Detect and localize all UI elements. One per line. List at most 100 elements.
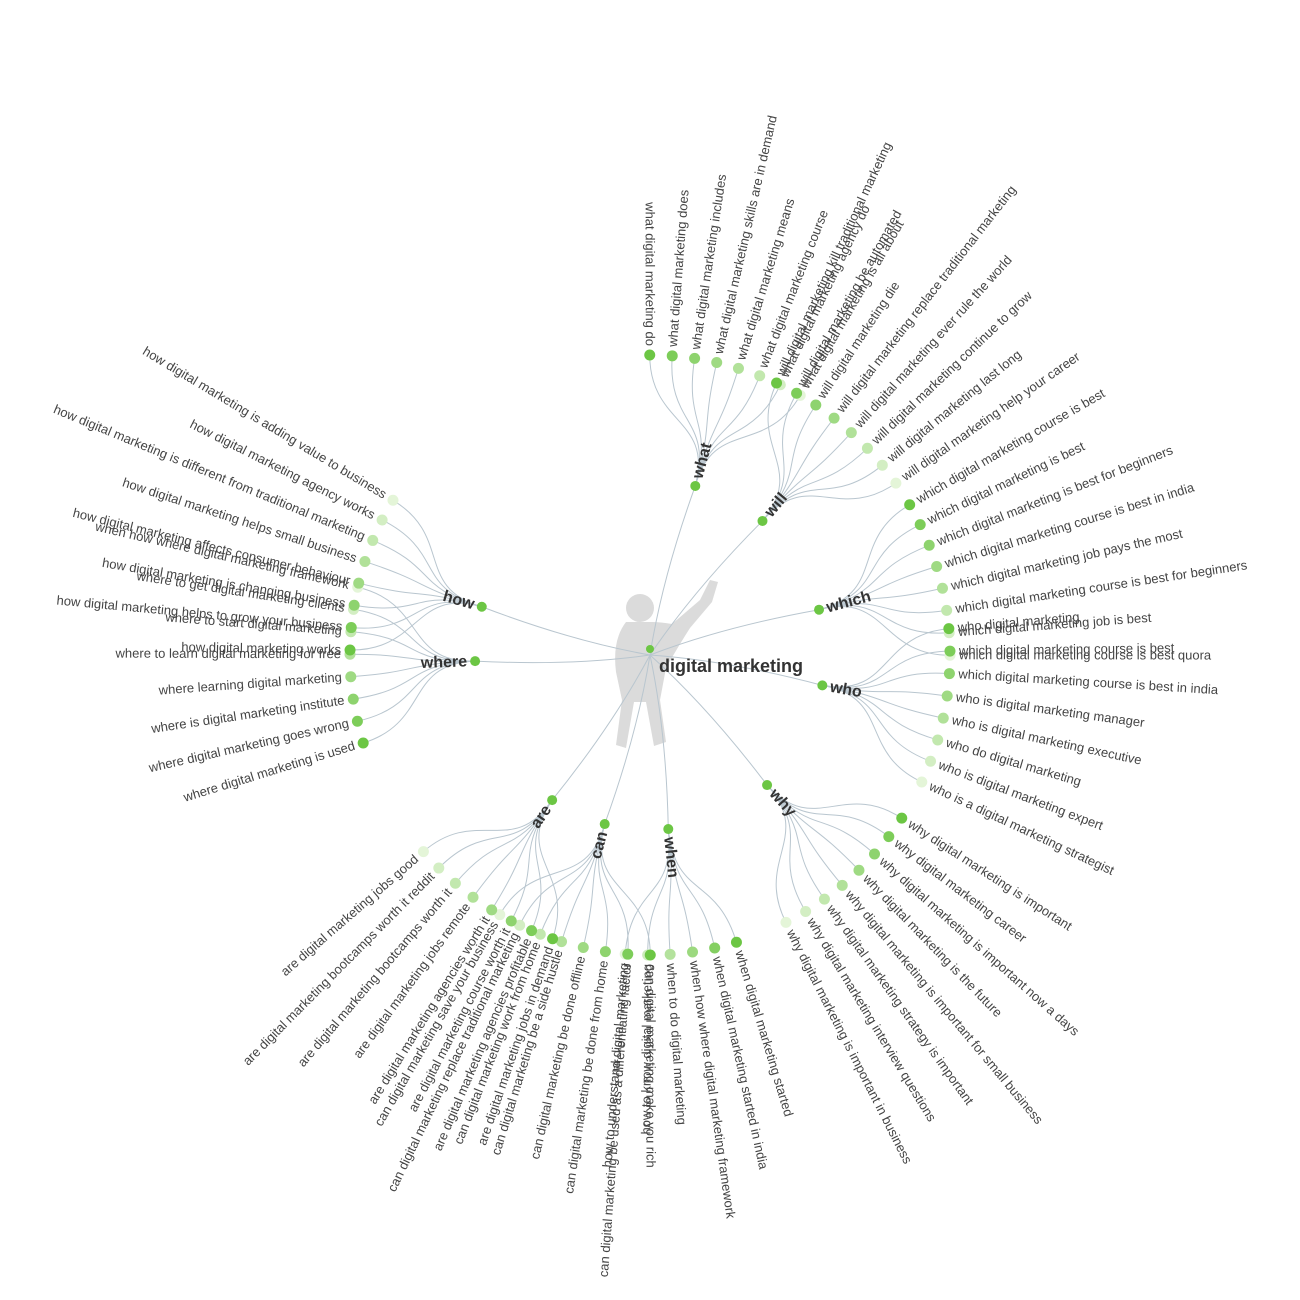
branch-node-what[interactable] [690, 480, 701, 491]
branch-node-where[interactable] [470, 656, 481, 667]
leaf-node[interactable] [486, 904, 498, 916]
branch-node-are[interactable] [547, 795, 558, 806]
leaf-node[interactable] [666, 350, 678, 362]
leaf-node[interactable] [345, 622, 357, 634]
leaf-node[interactable] [904, 499, 916, 511]
leaf-node[interactable] [876, 459, 888, 471]
leaf-label[interactable]: how digital marketing works [181, 639, 341, 657]
branch-label-who[interactable]: who [828, 679, 864, 702]
leaf-node[interactable] [664, 948, 676, 960]
leaf-node[interactable] [914, 519, 926, 531]
branch-label-how[interactable]: how [441, 588, 477, 613]
leaf-label[interactable]: which digital marketing course is best i… [957, 666, 1219, 697]
leaf-node[interactable] [941, 690, 953, 702]
leaf-label[interactable]: where learning digital marketing [157, 669, 342, 697]
leaf-node[interactable] [547, 933, 559, 945]
leaf-node[interactable] [345, 671, 357, 683]
leaf-node[interactable] [791, 387, 803, 399]
leaf-node[interactable] [449, 877, 461, 889]
leaf-node[interactable] [771, 377, 783, 389]
leaf-node[interactable] [810, 399, 822, 411]
leaf-node[interactable] [754, 370, 766, 382]
leaf-node[interactable] [861, 442, 873, 454]
leaf-node[interactable] [869, 848, 881, 860]
branch-node-when[interactable] [663, 824, 674, 835]
branch-label-where[interactable]: where [420, 653, 468, 672]
leaf-node[interactable] [732, 362, 744, 374]
leaf-node[interactable] [818, 893, 830, 905]
leaf-node[interactable] [577, 941, 589, 953]
leaf-node[interactable] [932, 734, 944, 746]
leaf-node[interactable] [357, 737, 369, 749]
branch-node-how[interactable] [476, 601, 487, 612]
branch-node-which[interactable] [814, 604, 825, 615]
leaf-node[interactable] [348, 599, 360, 611]
leaf-node[interactable] [644, 949, 656, 961]
leaf-node[interactable] [845, 427, 857, 439]
leaf-node[interactable] [890, 477, 902, 489]
leaf-node[interactable] [687, 946, 699, 958]
leaf-node[interactable] [711, 357, 723, 369]
leaf-node[interactable] [344, 644, 356, 656]
leaf-node[interactable] [709, 942, 721, 954]
leaf-label[interactable]: when to do digital marketing [664, 962, 690, 1126]
leaf-node[interactable] [376, 514, 388, 526]
leaf-node[interactable] [943, 623, 955, 635]
leaf-node[interactable] [347, 693, 359, 705]
leaf-node[interactable] [931, 561, 943, 573]
leaf-node[interactable] [925, 755, 937, 767]
leaf-node[interactable] [936, 582, 948, 594]
leaf-node[interactable] [943, 668, 955, 680]
leaf-node[interactable] [941, 604, 953, 616]
leaf-node[interactable] [433, 862, 445, 874]
leaf-node[interactable] [644, 349, 656, 361]
leaf-node[interactable] [622, 948, 634, 960]
leaf-label[interactable]: where to learn digital marketing for fre… [115, 646, 341, 662]
leaf-node[interactable] [883, 831, 895, 843]
leaf-node[interactable] [599, 946, 611, 958]
branch-label-when[interactable]: when [660, 835, 681, 878]
branch-node-can[interactable] [599, 819, 610, 830]
leaf-node[interactable] [351, 715, 363, 727]
leaf-node[interactable] [353, 577, 365, 589]
leaf-label[interactable]: what digital marketing do [643, 201, 658, 346]
leaf-node[interactable] [556, 936, 568, 948]
leaf-node[interactable] [505, 915, 517, 927]
branch-label-are[interactable]: are [528, 802, 556, 832]
leaf-label[interactable]: which digital marketing course is best q… [958, 647, 1212, 662]
leaf-node[interactable] [937, 712, 949, 724]
leaf-node[interactable] [417, 846, 429, 858]
leaf-node[interactable] [828, 412, 840, 424]
leaf-node[interactable] [780, 916, 792, 928]
branch-label-why[interactable]: why [765, 785, 799, 820]
branch-node-who[interactable] [817, 680, 828, 691]
leaf-node[interactable] [923, 539, 935, 551]
branch-node-why[interactable] [762, 780, 773, 791]
leaf-node[interactable] [514, 919, 526, 931]
leaf-label[interactable]: how digital marketing is adding value to… [140, 343, 390, 501]
leaf-node[interactable] [689, 352, 701, 364]
branch-label-can[interactable]: can [588, 830, 612, 861]
leaf-node[interactable] [836, 879, 848, 891]
leaf-node[interactable] [359, 556, 371, 568]
branch-node-will[interactable] [757, 515, 768, 526]
leaf-label[interactable]: which digital marketing course is best f… [953, 557, 1248, 616]
leaf-node[interactable] [534, 928, 546, 940]
leaf-label[interactable]: what digital marketing does [665, 189, 692, 349]
leaf-node[interactable] [800, 905, 812, 917]
root-label[interactable]: digital marketing [659, 656, 803, 676]
leaf-node[interactable] [916, 776, 928, 788]
leaf-node[interactable] [494, 909, 506, 921]
leaf-node[interactable] [853, 864, 865, 876]
leaf-label[interactable]: which digital marketing course is best [958, 640, 1175, 658]
leaf-node[interactable] [467, 891, 479, 903]
leaf-node[interactable] [944, 645, 956, 657]
leaf-node[interactable] [730, 936, 742, 948]
leaf-label[interactable]: how to know digital marketing [638, 964, 654, 1135]
leaf-node[interactable] [896, 812, 908, 824]
branch-label-what[interactable]: what [689, 440, 715, 481]
leaf-label[interactable]: can digital marketing make you rich [643, 964, 658, 1168]
leaf-node[interactable] [526, 925, 538, 937]
leaf-node[interactable] [367, 534, 379, 546]
leaf-node[interactable] [387, 494, 399, 506]
